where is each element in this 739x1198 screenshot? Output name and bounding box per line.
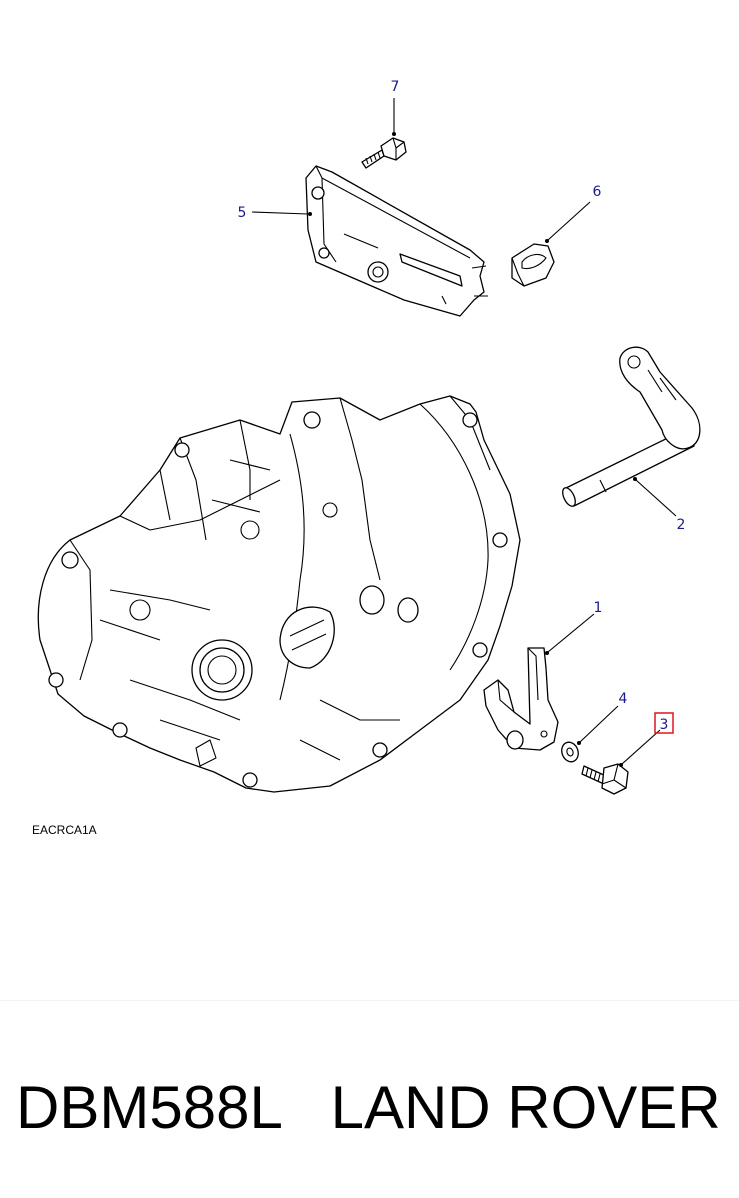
callout-4-label: 4 [619, 691, 628, 707]
part-7-bolt [361, 137, 407, 169]
part-2-shaft [562, 346, 701, 507]
callout-2-label: 2 [677, 517, 686, 533]
part-3-bolt [581, 763, 629, 795]
part-number-caption: DBM588L LAND ROVER [16, 1074, 721, 1141]
exploded-parts-diagram: 7 5 6 2 1 4 3 EACRCA1A [32, 79, 701, 837]
diagram-area: 7 5 6 2 1 4 3 EACRCA1A [32, 79, 701, 837]
callout-6-label: 6 [593, 184, 602, 200]
leader-lines [251, 98, 677, 767]
callout-7-label: 7 [391, 79, 400, 95]
callout-3-label: 3 [660, 717, 669, 733]
part-6-clip [511, 243, 555, 287]
callout-3-highlight-box [654, 712, 674, 734]
diagram-reference-code: EACRCA1A [32, 823, 97, 837]
part-1-fork [483, 647, 559, 751]
gearbox-housing [37, 395, 521, 793]
callout-1-label: 1 [594, 600, 603, 616]
callout-5-label: 5 [238, 205, 247, 221]
caption-bar [0, 1000, 739, 1198]
part-4-washer [561, 741, 579, 763]
part-5-bracket [305, 165, 488, 317]
